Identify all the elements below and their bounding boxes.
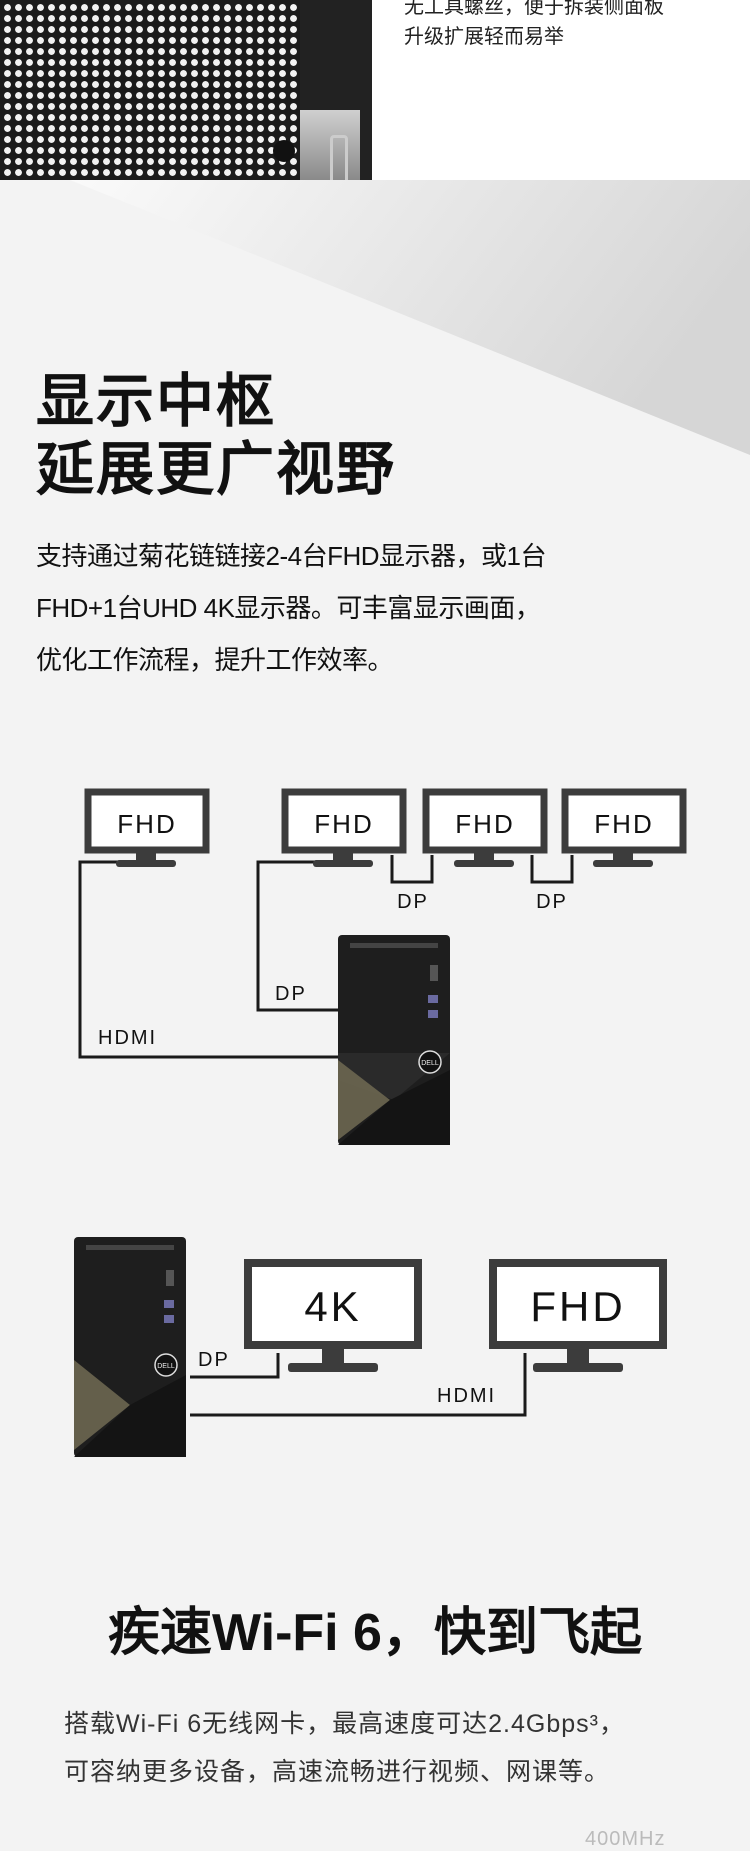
- desktop-tower-image: DELL: [338, 935, 450, 1145]
- display-desc-line2: FHD+1台UHD 4K显示器。可丰富显示画面，: [36, 593, 541, 623]
- display-section-description: 支持通过菊花链链接2-4台FHD显示器，或1台 FHD+1台UHD 4K显示器。…: [36, 530, 546, 686]
- hdmi-label: HDMI: [98, 1027, 157, 1049]
- grille-holes-pattern: [0, 0, 300, 180]
- monitor-fhd-1: FHD: [84, 788, 210, 867]
- dp-label-1: DP: [397, 891, 429, 913]
- monitor-fhd-2-label: FHD: [314, 809, 373, 839]
- dell-logo-2: DELL: [157, 1363, 175, 1370]
- monitor-fhd-5: FHD: [489, 1259, 667, 1372]
- display-desc-line3: 优化工作流程，提升工作效率。: [36, 645, 394, 675]
- top-grille-band: 无工具螺丝，便于拆装侧面板 升级扩展轻而易举: [0, 0, 750, 180]
- dp-label-3: DP: [275, 983, 307, 1005]
- wifi-section-description: 搭载Wi-Fi 6无线网卡，最高速度可达2.4Gbps³， 可容纳更多设备，高速…: [64, 1700, 625, 1796]
- dell-logo-1: DELL: [421, 1060, 439, 1067]
- dual-display-diagram: DELL 4K FHD DP HDMI: [74, 1237, 667, 1457]
- monitor-4k-label: 4K: [304, 1283, 361, 1330]
- monitor-4k: 4K: [244, 1259, 422, 1372]
- display-title-line2: 延展更广视野: [36, 437, 397, 502]
- monitor-fhd-4-label: FHD: [594, 809, 653, 839]
- screw-hole-image: [273, 140, 295, 162]
- hdmi-cable-line: [78, 860, 340, 1059]
- monitor-fhd-3: FHD: [422, 788, 548, 867]
- wifi-desc-line2: 可容纳更多设备，高速流畅进行视频、网课等。: [64, 1758, 611, 1786]
- monitor-fhd-1-label: FHD: [117, 809, 176, 839]
- lock-loop-image: [330, 135, 348, 180]
- wifi-section-title: 疾速Wi-Fi 6，快到飞起: [108, 1604, 642, 1662]
- dp-label-2: DP: [536, 891, 568, 913]
- monitor-fhd-2: FHD: [281, 788, 407, 867]
- display-section-title: 显示中枢 延展更广视野: [36, 368, 396, 504]
- monitor-fhd-3-label: FHD: [455, 809, 514, 839]
- dp-link-line-2: [530, 855, 574, 884]
- dp-cable-line: [256, 860, 340, 1012]
- hdmi-cable-line-2: [190, 1353, 527, 1417]
- background-wedge-decoration: [70, 180, 750, 455]
- monitor-fhd-4: FHD: [561, 788, 687, 867]
- dp-label-4: DP: [198, 1349, 230, 1371]
- dp-cable-line-2: [190, 1353, 280, 1379]
- desktop-tower-image-2: DELL: [74, 1237, 186, 1457]
- hdmi-label-2: HDMI: [437, 1385, 496, 1407]
- toolless-caption-line1: 无工具螺丝，便于拆装侧面板: [404, 0, 664, 18]
- wifi-desc-line1: 搭载Wi-Fi 6无线网卡，最高速度可达2.4Gbps³，: [64, 1710, 625, 1738]
- monitor-fhd-5-label: FHD: [530, 1283, 625, 1330]
- display-desc-line1: 支持通过菊花链链接2-4台FHD显示器，或1台: [36, 541, 546, 571]
- daisy-chain-diagram: FHD FHD FHD FHD DP DP DP HDMI DELL: [78, 788, 687, 1145]
- display-title-line1: 显示中枢: [36, 369, 277, 434]
- toolless-caption-line2: 升级扩展轻而易举: [404, 26, 564, 48]
- toolless-caption: 无工具螺丝，便于拆装侧面板 升级扩展轻而易举: [404, 0, 664, 52]
- dp-link-line-1: [390, 855, 434, 884]
